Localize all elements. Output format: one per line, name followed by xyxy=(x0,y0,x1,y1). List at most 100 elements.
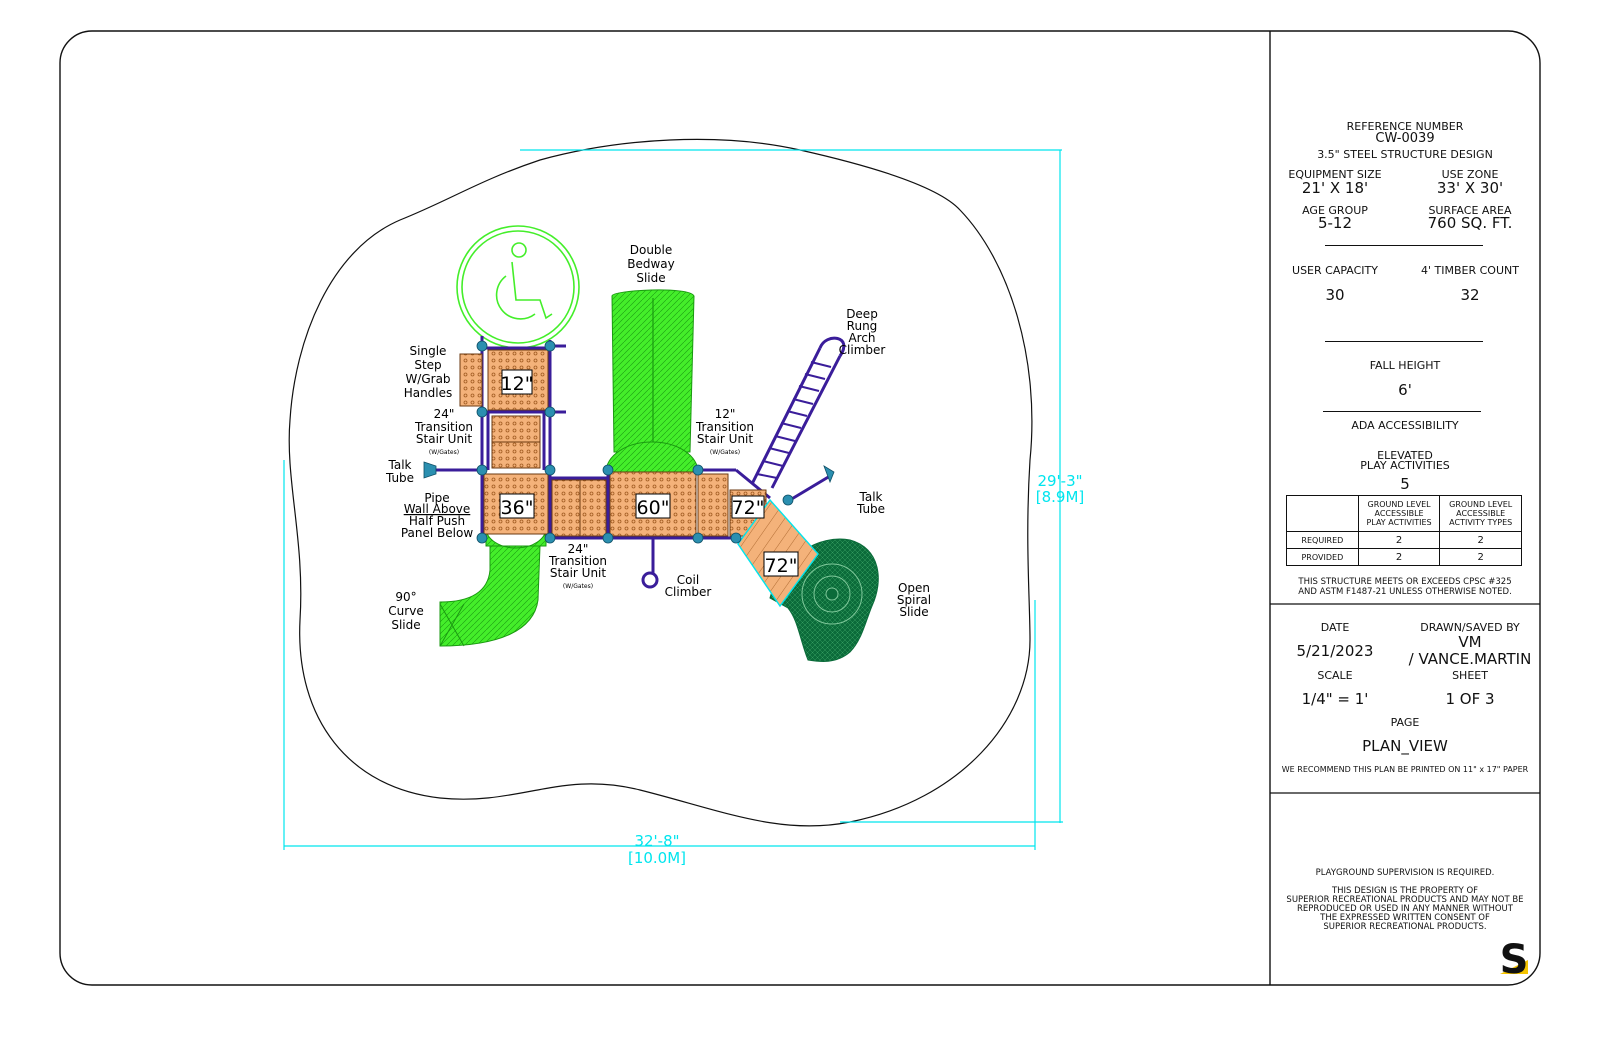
svg-text:90°: 90° xyxy=(395,590,416,604)
svg-text:Slide: Slide xyxy=(391,618,420,632)
svg-text:Talk: Talk xyxy=(859,490,883,504)
timber-count: 32 xyxy=(1460,286,1480,304)
svg-text:24": 24" xyxy=(434,407,455,421)
ada-table-header-empty xyxy=(1286,495,1359,532)
svg-text:Panel Below: Panel Below xyxy=(401,526,473,540)
label-talk-tube-right: Talk Tube xyxy=(856,490,885,516)
company-logo: S xyxy=(1500,937,1529,983)
svg-text:Bedway: Bedway xyxy=(627,257,675,271)
divider xyxy=(1325,245,1483,246)
structure-type: 3.5" STEEL STRUCTURE DESIGN xyxy=(1317,148,1493,161)
reference-number: CW-0039 xyxy=(1375,131,1435,146)
height-dimension-m: [8.9M] xyxy=(1036,488,1085,506)
property-note-line: THE EXPRESSED WRITTEN CONSENT OF xyxy=(1320,913,1490,923)
print-note: WE RECOMMEND THIS PLAN BE PRINTED ON 11"… xyxy=(1281,765,1529,774)
ada-table: GROUND LEVEL ACCESSIBLE PLAY ACTIVITIES … xyxy=(1286,495,1522,566)
svg-text:Stair Unit: Stair Unit xyxy=(550,566,606,580)
divider xyxy=(1325,341,1483,342)
label-talk-tube-left: Talk Tube xyxy=(385,458,414,485)
wheelchair-icon xyxy=(456,225,580,349)
property-note-line: SUPERIOR RECREATIONAL PRODUCTS. xyxy=(1323,922,1487,932)
svg-text:W/Grab: W/Grab xyxy=(405,372,450,386)
svg-text:Single: Single xyxy=(410,344,447,358)
svg-text:(W/Gates): (W/Gates) xyxy=(429,449,459,456)
use-zone-label: USE ZONE xyxy=(1441,168,1499,181)
table-row: REQUIRED 2 2 xyxy=(1286,531,1522,549)
svg-text:Half Push: Half Push xyxy=(409,514,465,528)
svg-text:Slide: Slide xyxy=(899,605,928,619)
posts xyxy=(476,340,794,544)
property-note-line: REPRODUCED OR USED IN ANY MANNER WITHOUT xyxy=(1297,904,1513,914)
user-capacity: 30 xyxy=(1325,286,1345,304)
property-note-line: SUPERIOR RECREATIONAL PRODUCTS AND MAY N… xyxy=(1286,895,1524,905)
svg-text:Tube: Tube xyxy=(856,502,885,516)
equipment-size: 21' X 18' xyxy=(1301,179,1369,197)
property-note-line: THIS DESIGN IS THE PROPERTY OF xyxy=(1331,886,1479,896)
talk-tube-left-icon xyxy=(423,461,437,479)
drawn-by-initials: VM xyxy=(1458,633,1482,651)
drawn-by-label: DRAWN/SAVED BY xyxy=(1420,621,1520,634)
svg-text:Transition: Transition xyxy=(414,420,473,434)
label-transition-12: 12" Transition Stair Unit (W/Gates) xyxy=(695,407,754,456)
reference-label: REFERENCE NUMBER xyxy=(1346,120,1464,133)
ada-table-header: GROUND LEVEL ACCESSIBLE ACTIVITY TYPES xyxy=(1439,495,1522,532)
svg-text:Climber: Climber xyxy=(665,585,712,599)
label-double-bedway-slide: Double Bedway Slide xyxy=(627,243,675,285)
label-curve-slide: 90° Curve Slide xyxy=(388,590,423,632)
table-row: PROVIDED 2 2 xyxy=(1286,548,1522,566)
deck-number: 72" xyxy=(765,555,798,577)
deck-number: 60" xyxy=(637,497,670,519)
svg-text:(W/Gates): (W/Gates) xyxy=(563,583,593,590)
user-capacity-label: USER CAPACITY xyxy=(1292,264,1378,277)
double-bedway-slide xyxy=(605,289,699,473)
curve-slide xyxy=(439,527,547,647)
label-transition-24-left: 24" Transition Stair Unit (W/Gates) xyxy=(414,407,473,456)
compliance-note-2: AND ASTM F1487-21 UNLESS OTHERWISE NOTED… xyxy=(1298,587,1512,597)
elevated-label: ELEVATED xyxy=(1377,449,1433,462)
deck-number: 12" xyxy=(501,373,534,395)
stair-unit-12 xyxy=(697,473,729,537)
use-zone-outline xyxy=(288,138,1033,827)
label-transition-24-bottom: 24" Transition Stair Unit (W/Gates) xyxy=(548,542,607,590)
supervision-note: PLAYGROUND SUPERVISION IS REQUIRED. xyxy=(1315,868,1495,878)
compliance-note: THIS STRUCTURE MEETS OR EXCEEDS CPSC #32… xyxy=(1298,577,1512,587)
svg-text:Pipe: Pipe xyxy=(424,491,449,505)
scale-value: 1/4" = 1' xyxy=(1301,690,1369,708)
ada-table-header: GROUND LEVEL ACCESSIBLE PLAY ACTIVITIES xyxy=(1357,495,1441,532)
svg-text:Step: Step xyxy=(414,358,441,372)
svg-text:24": 24" xyxy=(568,542,589,556)
svg-text:Double: Double xyxy=(630,243,673,257)
elevated-label-2: PLAY ACTIVITIES xyxy=(1360,459,1450,472)
svg-text:Transition: Transition xyxy=(548,554,607,568)
age-group: 5-12 xyxy=(1317,214,1353,232)
svg-text:Stair Unit: Stair Unit xyxy=(697,432,753,446)
sheet-border xyxy=(59,30,1541,986)
surface-area-label: SURFACE AREA xyxy=(1428,204,1512,217)
timber-count-label: 4' TIMBER COUNT xyxy=(1421,264,1519,277)
svg-text:Handles: Handles xyxy=(404,386,453,400)
label-pipe-wall: Pipe Wall Above Half Push Panel Below xyxy=(401,491,473,540)
drawn-by-name: / VANCE.MARTIN xyxy=(1408,650,1532,668)
elevated-value: 5 xyxy=(1400,475,1410,493)
svg-text:Curve: Curve xyxy=(388,604,423,618)
age-group-label: AGE GROUP xyxy=(1302,204,1368,217)
label-open-spiral-slide: Open Spiral Slide xyxy=(897,581,931,619)
svg-text:Deep: Deep xyxy=(846,307,878,321)
svg-text:Spiral: Spiral xyxy=(897,593,931,607)
svg-text:S: S xyxy=(1500,937,1529,983)
date-value: 5/21/2023 xyxy=(1296,642,1374,660)
svg-text:(W/Gates): (W/Gates) xyxy=(710,449,740,456)
width-dimension-ft: 32'-8" xyxy=(634,832,679,850)
svg-text:Climber: Climber xyxy=(839,343,886,357)
scale-label: SCALE xyxy=(1317,669,1353,682)
ada-accessibility-label: ADA ACCESSIBILITY xyxy=(1351,419,1459,432)
fall-height: 6' xyxy=(1398,381,1412,399)
page-value: PLAN_VIEW xyxy=(1362,737,1448,755)
label-single-step: Single Step W/Grab Handles xyxy=(404,344,453,400)
sheet-value: 1 OF 3 xyxy=(1445,690,1495,708)
talk-tube-right-icon xyxy=(823,465,835,484)
svg-text:Wall Above: Wall Above xyxy=(404,502,471,516)
label-coil-climber: Coil Climber xyxy=(665,573,712,599)
arch-climber xyxy=(750,336,846,489)
svg-text:Open: Open xyxy=(898,581,930,595)
